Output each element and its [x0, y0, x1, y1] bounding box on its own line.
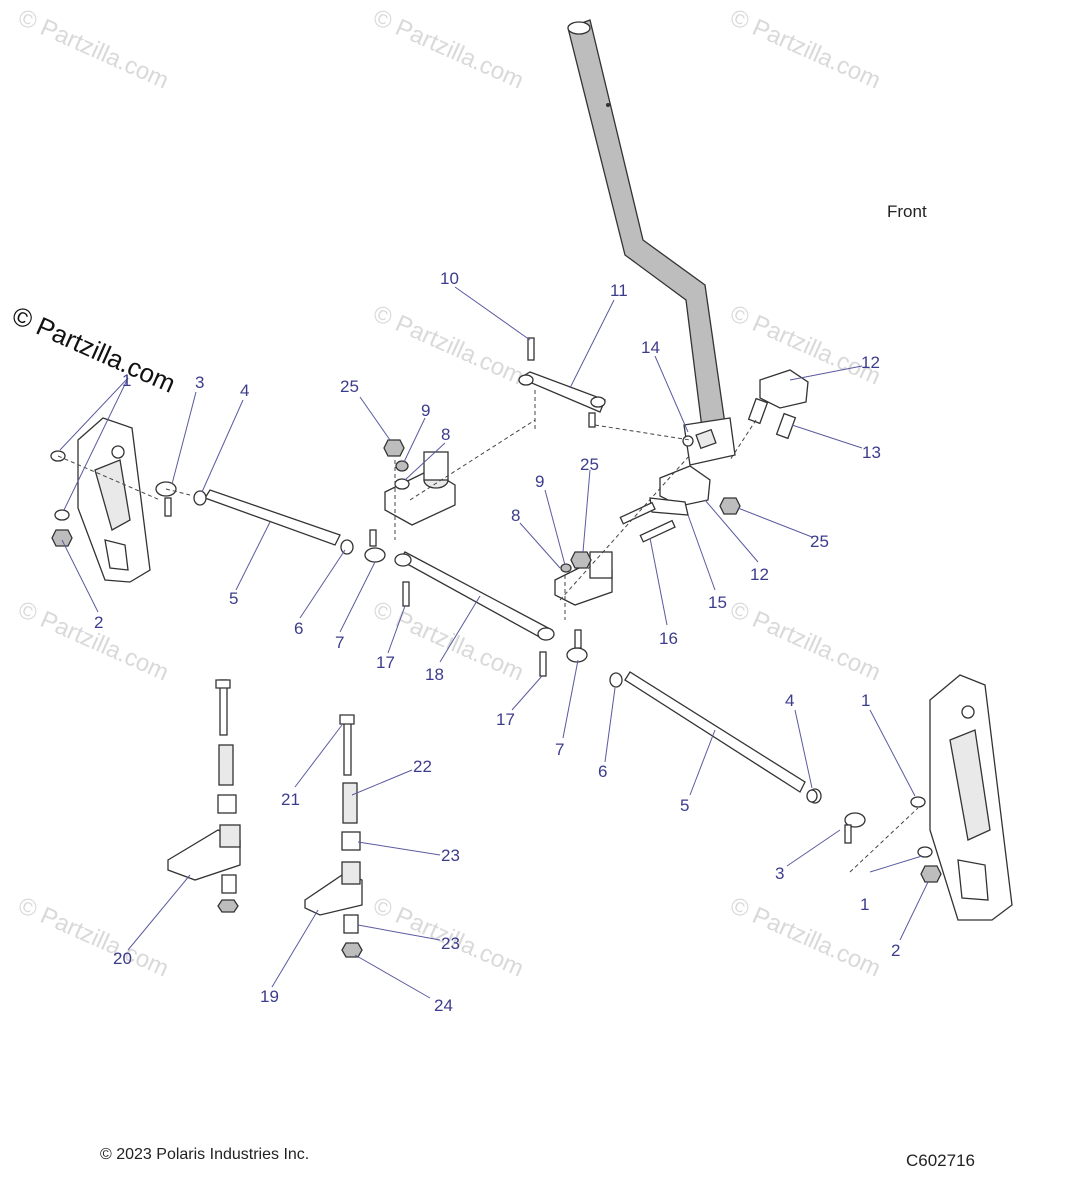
callout-numbers: 1 2 3 4 25 9 8 5 6 7 10 11 14 12 13 9 25… — [94, 269, 900, 1015]
clamp-lower — [619, 465, 741, 543]
idler-bracket-right — [554, 551, 613, 620]
callout-7: 7 — [555, 740, 564, 759]
callout-16: 16 — [659, 629, 678, 648]
hardware-left — [50, 450, 73, 547]
callout-25: 25 — [340, 377, 359, 396]
callout-8: 8 — [511, 506, 520, 525]
callout-9: 9 — [421, 401, 430, 420]
callout-25: 25 — [580, 455, 599, 474]
callout-5: 5 — [680, 796, 689, 815]
hardware-right — [806, 789, 942, 883]
callout-11: 11 — [610, 281, 628, 300]
callout-22: 22 — [413, 757, 432, 776]
front-direction-label: Front — [887, 202, 927, 221]
callout-19: 19 — [260, 987, 279, 1006]
pitman-arm — [518, 337, 691, 441]
callout-3: 3 — [775, 864, 784, 883]
callout-2: 2 — [94, 613, 103, 632]
tie-rod-right — [566, 629, 866, 844]
callout-17: 17 — [376, 653, 395, 672]
tie-rod-end-left — [155, 481, 191, 517]
lower-mount-right — [304, 714, 363, 958]
callout-13: 13 — [862, 443, 881, 462]
callout-1: 1 — [861, 691, 870, 710]
callout-14: 14 — [641, 338, 660, 357]
callout-24: 24 — [434, 996, 453, 1015]
callout-12: 12 — [861, 353, 880, 372]
clamp-upper — [729, 369, 809, 461]
steering-column — [567, 19, 736, 466]
callout-6: 6 — [598, 762, 607, 781]
callout-4: 4 — [240, 381, 249, 400]
callout-20: 20 — [113, 949, 132, 968]
callout-4: 4 — [785, 691, 794, 710]
drag-link — [394, 551, 555, 677]
copyright-text: © 2023 Polaris Industries Inc. — [100, 1146, 310, 1163]
callout-12: 12 — [750, 565, 769, 584]
callout-21: 21 — [281, 790, 300, 809]
leader-lines — [59, 286, 929, 999]
callout-9: 9 — [535, 472, 544, 491]
callout-1: 1 — [860, 895, 869, 914]
diagram-code: C602716 — [906, 1151, 976, 1170]
callout-6: 6 — [294, 619, 303, 638]
callout-17: 17 — [496, 710, 515, 729]
lower-mount-left — [167, 679, 241, 913]
tie-rod-left — [193, 489, 386, 563]
callout-25: 25 — [810, 532, 829, 551]
knuckle-left — [77, 417, 151, 583]
callout-7: 7 — [335, 633, 344, 652]
callout-3: 3 — [195, 373, 204, 392]
callout-23: 23 — [441, 934, 460, 953]
knuckle-right — [929, 674, 1013, 921]
callout-18: 18 — [425, 665, 444, 684]
callout-8: 8 — [441, 425, 450, 444]
callout-23: 23 — [441, 846, 460, 865]
callout-10: 10 — [440, 269, 459, 288]
callout-2: 2 — [891, 941, 900, 960]
callout-15: 15 — [708, 593, 727, 612]
idler-bracket-left — [383, 439, 456, 540]
callout-5: 5 — [229, 589, 238, 608]
callout-1: 1 — [122, 371, 131, 390]
